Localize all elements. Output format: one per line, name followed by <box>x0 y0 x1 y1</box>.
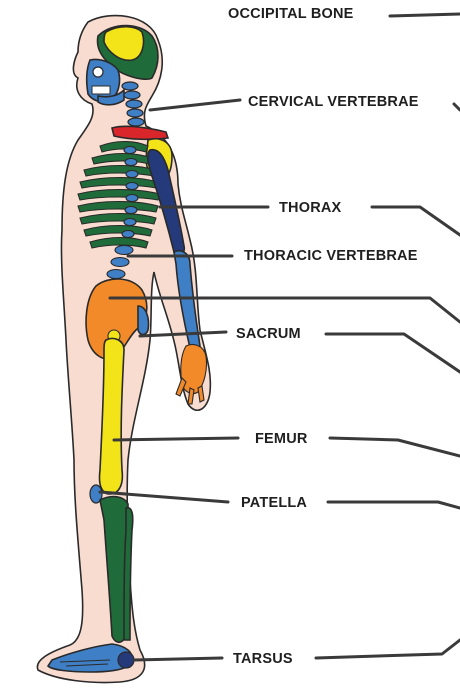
label-cervical-vertebrae: CERVICAL VERTEBRAE <box>248 94 419 110</box>
skull <box>85 24 159 106</box>
leader-sacrum-right <box>324 332 460 374</box>
leader-lines <box>98 12 460 662</box>
patella-bone <box>89 484 103 504</box>
eye-socket <box>92 66 104 78</box>
leader-pelvis <box>108 296 460 324</box>
leader-cervical-vertebrae-right <box>452 102 460 112</box>
leader-femur-right <box>328 436 460 458</box>
label-sacrum: SACRUM <box>236 326 301 342</box>
jaw <box>97 88 125 106</box>
leader-tarsus-right <box>314 638 460 660</box>
leader-occipital-bone <box>388 12 460 18</box>
fibula <box>123 506 134 641</box>
leader-patella <box>98 490 230 504</box>
leader-tarsus <box>132 656 224 662</box>
leader-thorax-right <box>370 205 460 237</box>
label-tarsus: TARSUS <box>233 651 293 667</box>
thoracic-vertebrae <box>106 145 139 280</box>
teeth <box>91 85 111 95</box>
hand <box>175 343 208 405</box>
label-femur: FEMUR <box>255 431 308 447</box>
heel <box>117 651 135 669</box>
leader-sacrum <box>138 330 228 338</box>
label-thoracic-vertebrae: THORACIC VERTEBRAE <box>244 248 418 264</box>
cervical-vertebrae <box>121 81 145 127</box>
label-patella: PATELLA <box>241 495 307 511</box>
foot <box>46 643 135 673</box>
femur-bone <box>98 337 125 495</box>
clavicle <box>111 125 170 141</box>
label-occipital-bone: OCCIPITAL BONE <box>228 6 354 22</box>
leader-cervical-vertebrae <box>148 98 242 112</box>
leader-patella-right <box>326 500 460 510</box>
forearm <box>173 249 201 353</box>
label-thorax: THORAX <box>279 200 342 216</box>
leader-femur <box>112 436 240 442</box>
sacrum-bone <box>137 305 150 336</box>
